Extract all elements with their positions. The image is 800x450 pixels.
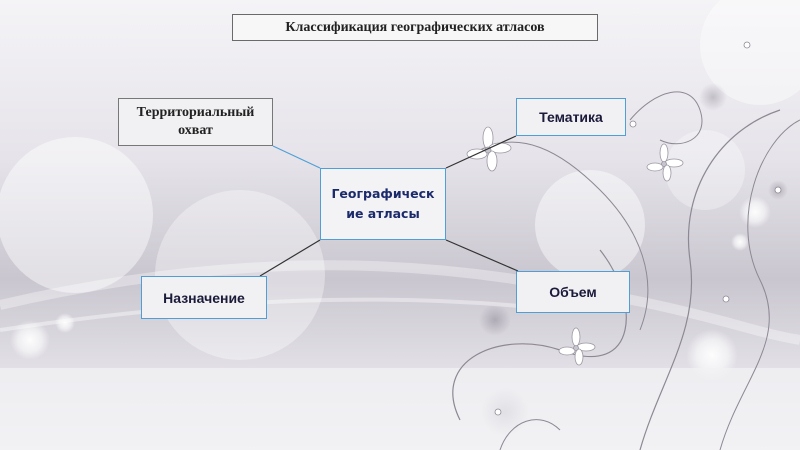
page-title-text: Классификация географических атласов	[285, 19, 545, 35]
node-territorial-label: Территориальный охват	[136, 105, 255, 138]
connector-obem	[445, 239, 519, 272]
node-center: Географическ ие атласы	[320, 168, 446, 240]
node-obem-label: Объем	[549, 284, 597, 300]
node-naznachenie: Назначение	[141, 276, 267, 319]
connector-tematika	[445, 135, 517, 169]
node-tematika-label: Тематика	[539, 109, 603, 125]
vine	[719, 119, 800, 450]
sparkle	[722, 295, 730, 303]
vine	[629, 91, 703, 145]
flower	[646, 143, 684, 182]
bokeh-circle	[665, 130, 745, 210]
node-obem: Объем	[516, 271, 630, 313]
bokeh-circle	[479, 304, 511, 336]
vine	[479, 141, 649, 331]
connector-naznachenie	[259, 239, 321, 277]
sparkle	[774, 186, 782, 194]
sparkle	[743, 41, 751, 49]
vine	[639, 109, 781, 450]
bokeh-circle	[535, 170, 645, 280]
bokeh-circle	[55, 313, 75, 333]
node-tematika: Тематика	[516, 98, 626, 136]
light-band	[0, 297, 561, 332]
bokeh-circle	[731, 233, 749, 251]
sparkle	[494, 408, 502, 416]
sparkle	[629, 120, 637, 128]
node-center-label: Географическ ие атласы	[331, 186, 435, 221]
page-title: Классификация географических атласов	[232, 14, 598, 41]
bokeh-circle	[700, 0, 800, 105]
node-naznachenie-label: Назначение	[163, 289, 245, 306]
bokeh-circle	[739, 196, 771, 228]
floor-band	[0, 368, 800, 450]
bokeh-circle	[0, 137, 153, 293]
light-band	[0, 260, 800, 345]
connector-territorial	[272, 145, 321, 169]
flower	[558, 327, 596, 366]
bokeh-circle	[10, 320, 50, 360]
node-territorial: Территориальный охват	[118, 98, 273, 146]
bokeh-circle	[699, 83, 727, 111]
vine	[499, 419, 561, 450]
